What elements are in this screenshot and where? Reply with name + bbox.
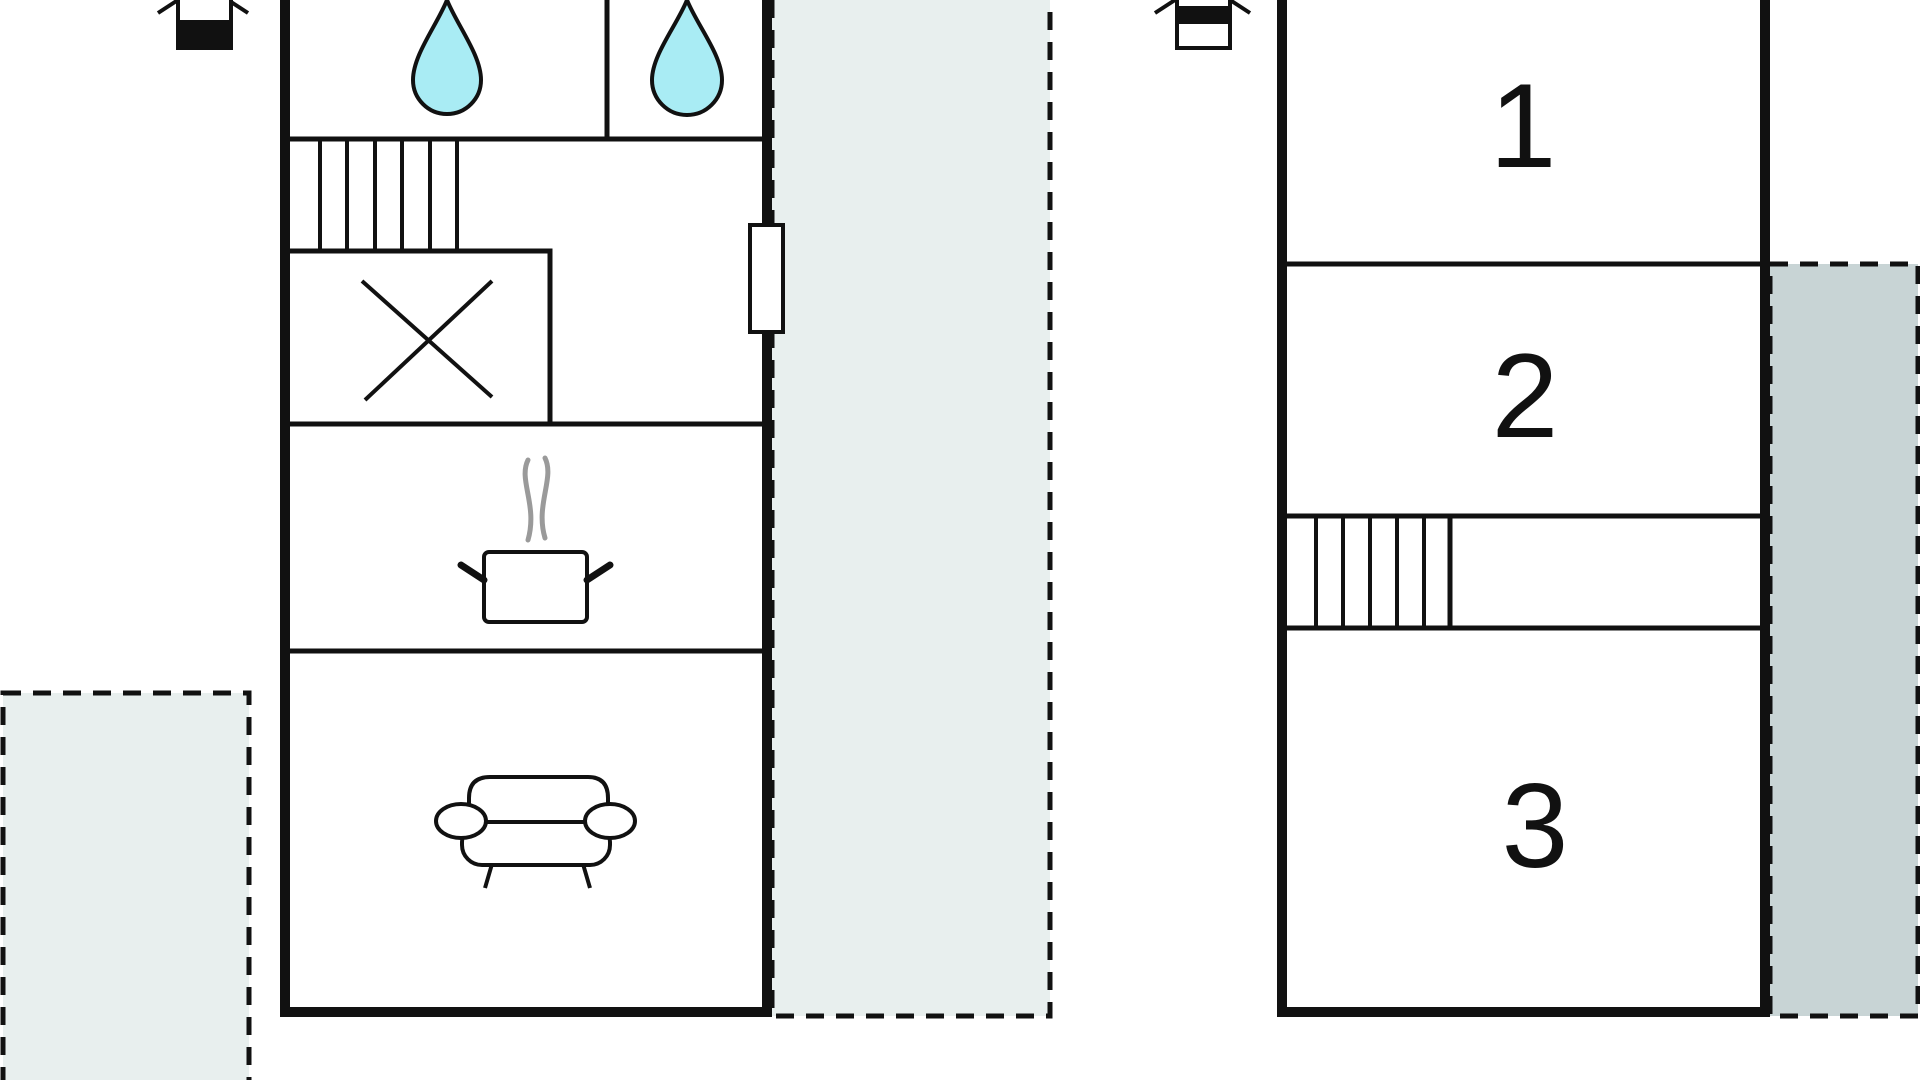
floor-level-icon <box>156 0 250 50</box>
upper-floor-walls <box>1284 261 1763 631</box>
terrace-right <box>769 0 1053 1019</box>
room-number-1: 1 <box>1490 59 1557 193</box>
x-mark-icon <box>360 279 494 402</box>
terrace-upper-right <box>1767 261 1920 1019</box>
upper-floor-outline <box>1277 0 1770 1017</box>
water-drop-icon <box>410 0 484 116</box>
ground-floor-plan <box>0 0 1053 1080</box>
ground-floor-walls <box>287 0 765 654</box>
stairs-icon <box>1314 518 1426 626</box>
room-number-3: 3 <box>1502 759 1569 893</box>
sofa-icon <box>434 775 637 889</box>
upper-floor-plan: 1 2 3 <box>1153 0 1920 1019</box>
stairs-icon <box>318 141 459 250</box>
cooking-pot-icon <box>457 455 614 624</box>
room-number-2: 2 <box>1492 329 1559 463</box>
terrace-bottom-left <box>0 690 252 1080</box>
floor-level-icon <box>1153 0 1252 50</box>
door-icon <box>748 223 785 334</box>
water-drop-icon <box>649 0 725 117</box>
